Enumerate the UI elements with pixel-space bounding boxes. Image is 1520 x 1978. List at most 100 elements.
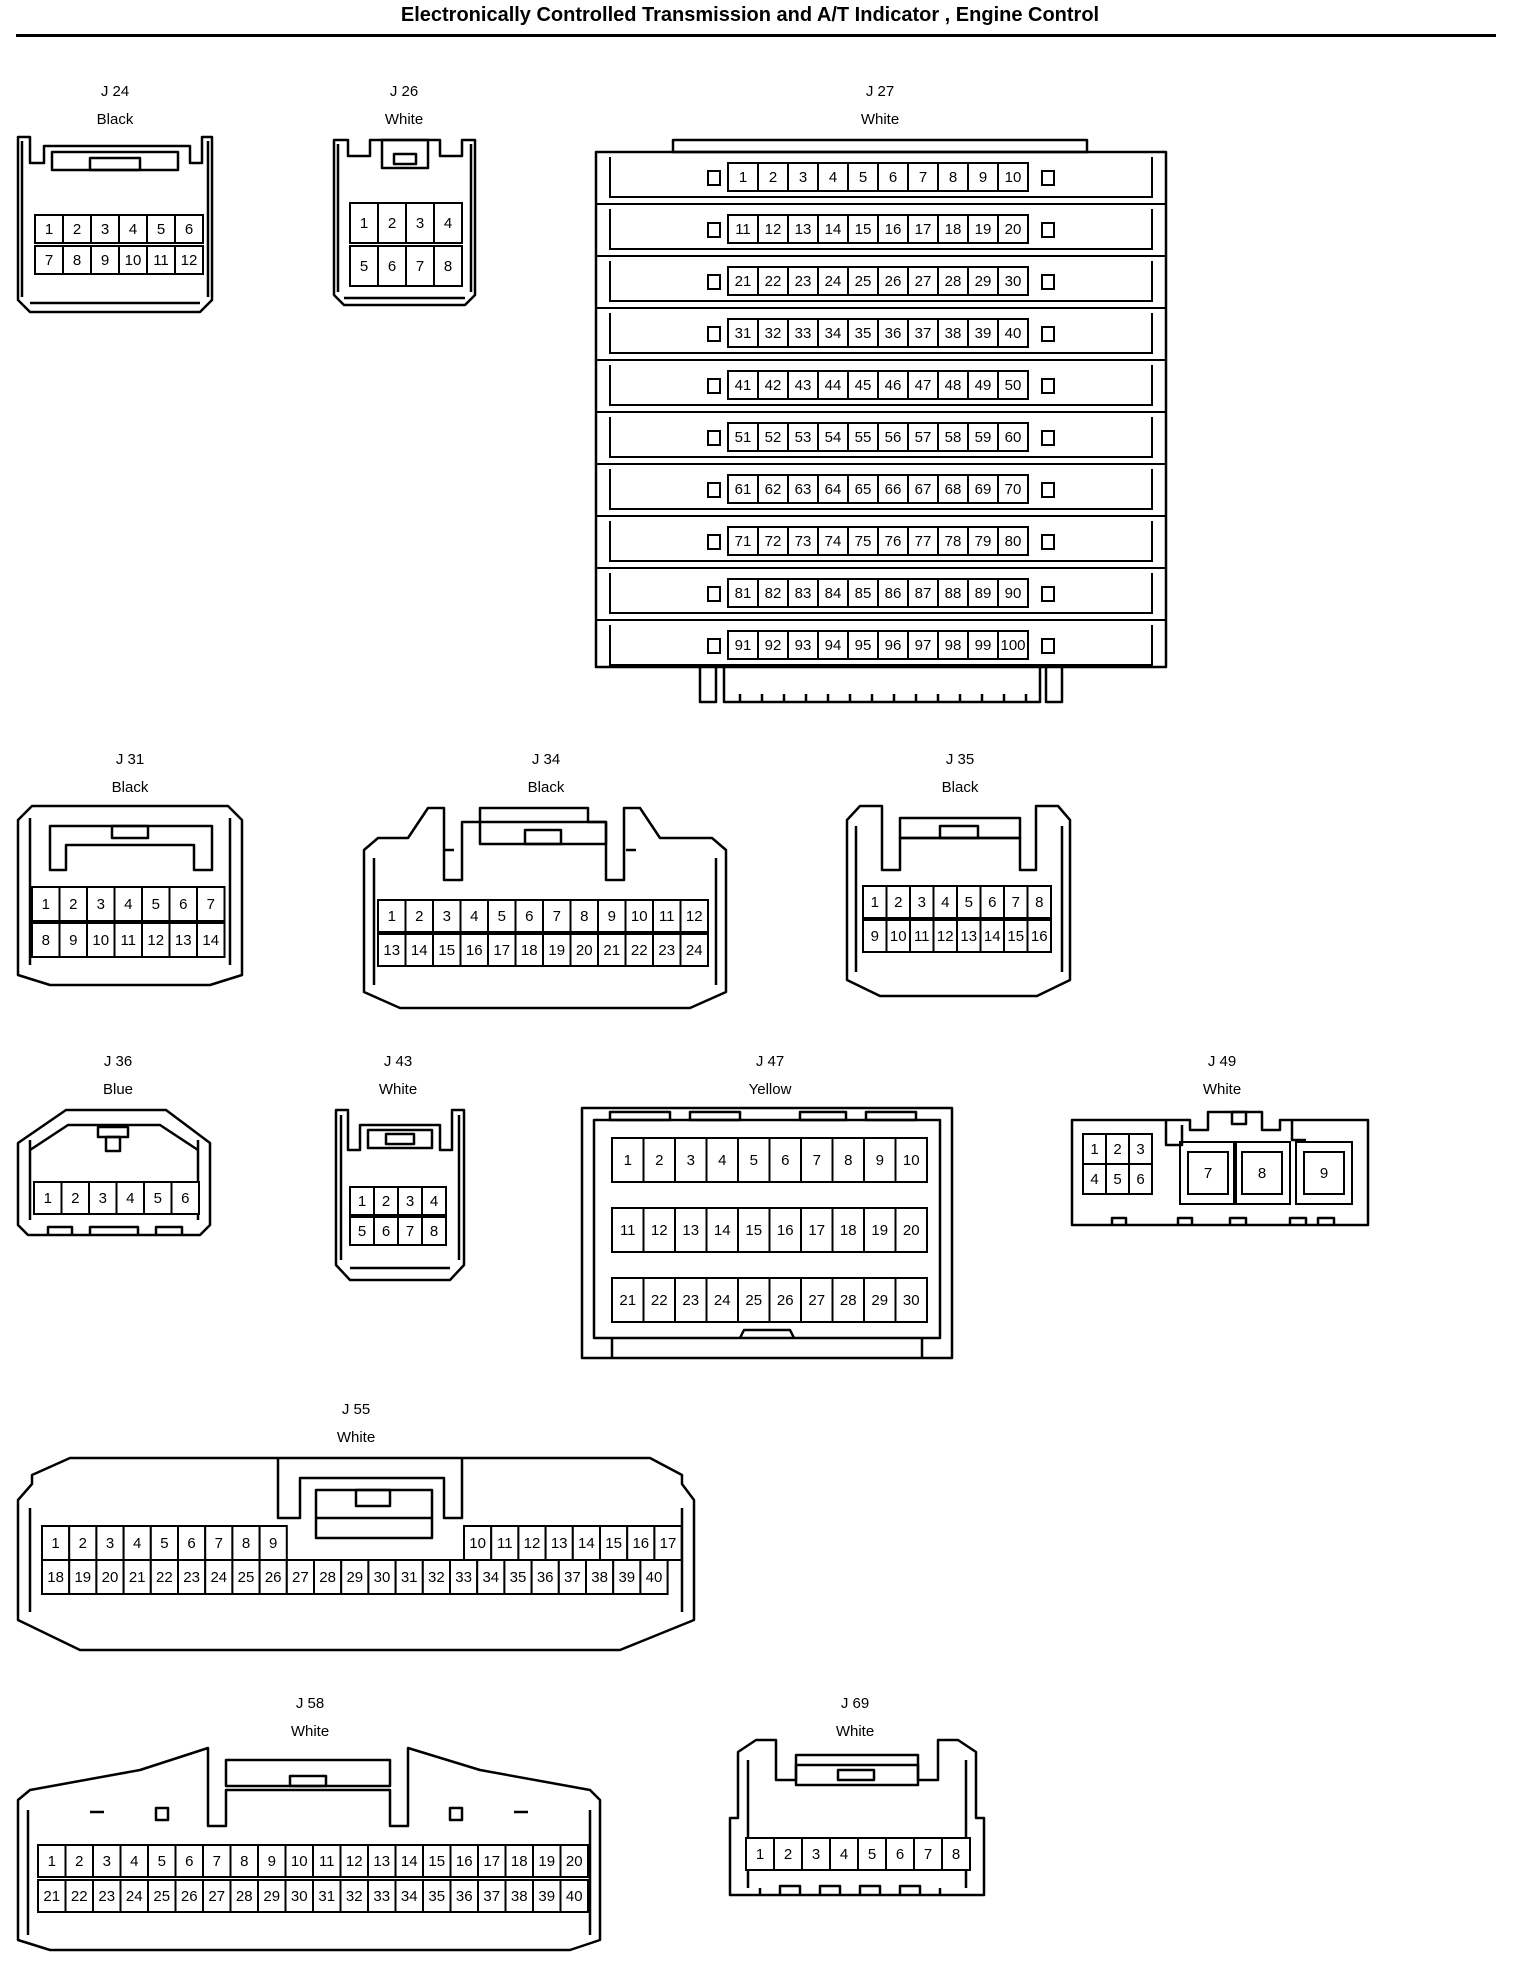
pin-cavity <box>147 1844 177 1878</box>
pin-number: 14 <box>401 1853 418 1870</box>
pin-number: 96 <box>885 637 902 654</box>
pin-cavity <box>674 1207 708 1253</box>
pin-number: 29 <box>346 1569 363 1586</box>
pin-number: 2 <box>382 1193 390 1210</box>
connector-j58-id: J 58 <box>296 1695 324 1712</box>
pin-number: 10 <box>890 928 907 945</box>
connector-j47-color: Yellow <box>749 1081 792 1098</box>
pin-cavity <box>817 162 849 192</box>
pin-number: 59 <box>975 429 992 446</box>
pin-number: 3 <box>1136 1141 1144 1158</box>
pin-number: 66 <box>885 481 902 498</box>
pin-number: 30 <box>1005 273 1022 290</box>
pin-cavity <box>168 886 198 922</box>
pin-number: 51 <box>735 429 752 446</box>
pin-number: 22 <box>631 942 648 959</box>
pin-number: 81 <box>735 585 752 602</box>
pin-cavity <box>847 630 879 660</box>
pin-number: 11 <box>497 1535 513 1552</box>
pin-number: 4 <box>124 896 132 913</box>
pin-cavity <box>404 933 434 967</box>
pin-cavity <box>64 1879 94 1913</box>
pin-number: 13 <box>960 928 977 945</box>
connector-j24-color: Black <box>97 111 134 128</box>
pin-number: 6 <box>988 894 996 911</box>
pin-number: 69 <box>975 481 992 498</box>
pin-number: 6 <box>185 221 193 238</box>
pin-cavity <box>863 1277 897 1323</box>
pin-number: 13 <box>551 1535 568 1552</box>
connector-j35-housing <box>845 804 1072 998</box>
pin-number: 82 <box>765 585 782 602</box>
pin-number: 48 <box>945 377 962 394</box>
pin-number: 15 <box>745 1222 762 1239</box>
pin-cavity <box>894 1207 928 1253</box>
pin-number: 37 <box>564 1569 581 1586</box>
pin-cavity <box>597 899 627 933</box>
pin-number: 3 <box>443 908 451 925</box>
pin-number: 38 <box>591 1569 608 1586</box>
pin-cavity <box>122 1525 152 1561</box>
pin-number: 2 <box>71 1190 79 1207</box>
pin-cavity <box>907 578 939 608</box>
pin-number: 57 <box>915 429 932 446</box>
title-rule <box>16 34 1496 37</box>
pin-cavity <box>490 1525 520 1561</box>
pin-number: 58 <box>945 429 962 446</box>
connector-j58-color: White <box>291 1723 329 1740</box>
pin-number: 1 <box>739 169 747 186</box>
pin-cavity <box>847 318 879 348</box>
pin-number: 17 <box>483 1853 500 1870</box>
pin-number: 44 <box>825 377 842 394</box>
pin-number: 6 <box>187 1535 195 1552</box>
pin-number: 14 <box>202 932 219 949</box>
connector-j49-id: J 49 <box>1208 1053 1236 1070</box>
pin-number: 30 <box>374 1569 391 1586</box>
pin-frame <box>1295 1141 1353 1205</box>
connector-j34-housing <box>362 806 728 1010</box>
pin-number: 23 <box>658 942 675 959</box>
pin-number: 4 <box>1090 1171 1098 1188</box>
pin-number: 4 <box>130 1853 138 1870</box>
pin-cavity <box>652 933 682 967</box>
pin-frame <box>1179 1141 1237 1205</box>
connector-j47-id: J 47 <box>756 1053 784 1070</box>
pin-number: 11 <box>120 932 136 949</box>
pin-cavity <box>90 245 120 275</box>
connector-j27-color: White <box>861 111 899 128</box>
pin-number: 5 <box>868 1846 876 1863</box>
pin-number: 7 <box>1012 894 1020 911</box>
pin-number: 7 <box>919 169 927 186</box>
pin-number: 23 <box>183 1569 200 1586</box>
pin-number: 35 <box>510 1569 527 1586</box>
pin-number: 79 <box>975 533 992 550</box>
pin-number: 12 <box>524 1535 541 1552</box>
connector-j34-id: J 34 <box>532 751 560 768</box>
pin-cavity <box>146 245 176 275</box>
pin-number: 35 <box>428 1888 445 1905</box>
pin-number: 8 <box>73 252 81 269</box>
pin-cavity <box>514 899 544 933</box>
pin-number: 12 <box>651 1222 668 1239</box>
pin-number: 4 <box>133 1535 141 1552</box>
pin-number: 26 <box>885 273 902 290</box>
pin-number: 11 <box>319 1853 335 1870</box>
connector-j24-housing <box>16 135 214 314</box>
pin-cavity <box>611 1277 645 1323</box>
pin-number: 6 <box>382 1223 390 1240</box>
pin-number: 40 <box>1005 325 1022 342</box>
pin-number: 1 <box>51 1535 59 1552</box>
pin-cavity <box>58 922 88 958</box>
pin-number: 6 <box>388 258 396 275</box>
pin-number: 4 <box>129 221 137 238</box>
pin-number: 74 <box>825 533 842 550</box>
pin-number: 32 <box>346 1888 363 1905</box>
pin-number: 36 <box>885 325 902 342</box>
pin-cavity <box>349 1216 375 1246</box>
pin-cavity <box>449 1879 479 1913</box>
pin-number: 36 <box>537 1569 554 1586</box>
pin-cavity <box>284 1879 314 1913</box>
pin-cavity <box>768 1277 802 1323</box>
pin-cavity <box>847 422 879 452</box>
pin-number: 23 <box>98 1888 115 1905</box>
